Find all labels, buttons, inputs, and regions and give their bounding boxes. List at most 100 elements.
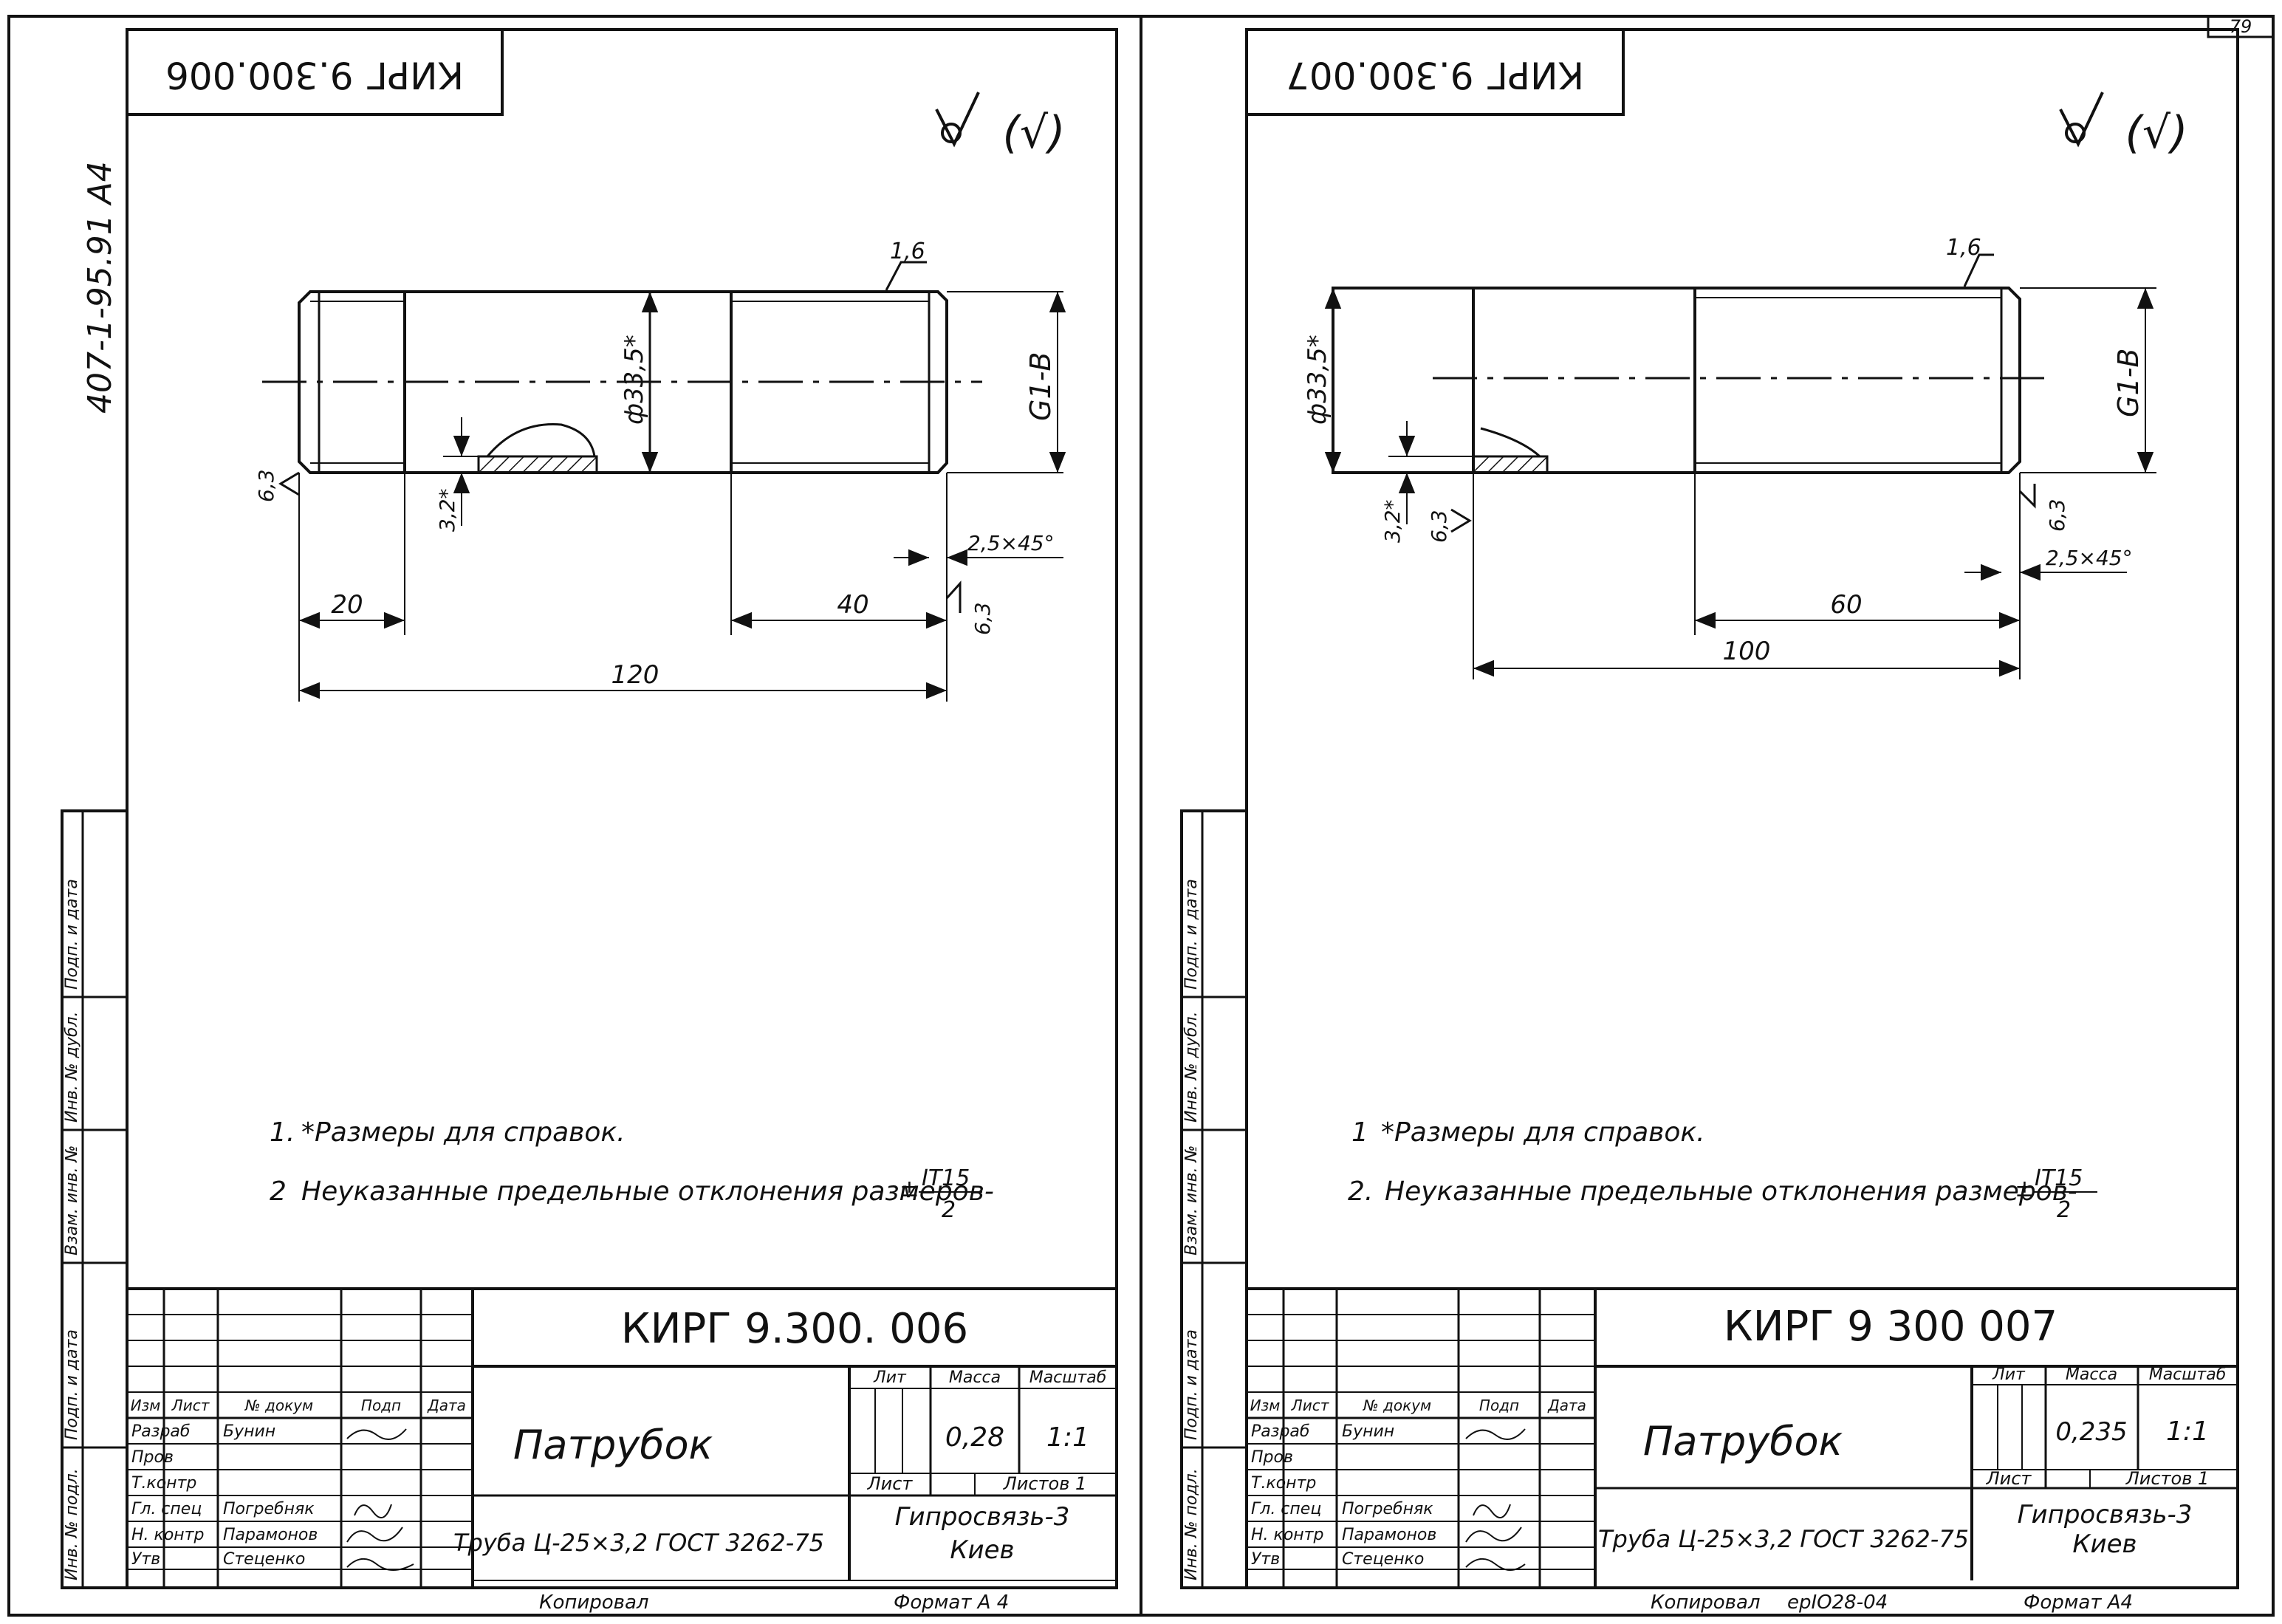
right-hdr-izm: Изм <box>1250 1397 1281 1414</box>
left-top-stamp: КИРГ 9.300.006 <box>126 28 504 116</box>
right-note-tol-num: IT15 <box>2035 1165 2083 1191</box>
left-dimensions: ф33,5* G1-B 1,6 6,3 3,2* 2,5×45° 20 40 <box>254 239 1066 702</box>
strip-label-repl-inv: Взам. инв. № <box>63 1145 81 1255</box>
series-code: 407-1-95.91 A4 <box>81 161 119 414</box>
right-hdr-lit: Лит <box>1992 1366 2026 1384</box>
left-dim-diameter: ф33,5* <box>620 335 649 425</box>
left-hdr-lit: Лит <box>873 1368 907 1387</box>
left-mass: 0,28 <box>945 1422 1004 1453</box>
left-note-1-num: 1. <box>270 1117 295 1148</box>
right-top-stamp-code: КИРГ 9.300.007 <box>1286 54 1584 97</box>
right-note-tol-den: 2 <box>2057 1197 2071 1223</box>
right-signature-5 <box>1465 1558 1526 1571</box>
right-role-1: Пров <box>1251 1448 1293 1467</box>
right-name-0: Бунин <box>1342 1422 1394 1441</box>
left-org-2: Киев <box>950 1535 1014 1565</box>
right-hdr-sign: Подп <box>1479 1397 1519 1414</box>
left-hdr-date: Дата <box>427 1397 466 1414</box>
right-name-4: Парамонов <box>1342 1526 1436 1544</box>
left-hdr-izm: Изм <box>131 1397 161 1414</box>
left-note-2: Неуказанные предельные отклонения размер… <box>301 1176 994 1207</box>
right-strip-label-dup-inv: Инв. № дубл. <box>1182 1011 1201 1123</box>
right-inner-frame <box>1245 28 2239 1589</box>
left-note-tol-num: IT15 <box>922 1165 970 1191</box>
right-sheet: КИРГ 9.300.007 (√) Подп. и дата Инв. № д… <box>1180 28 2239 1614</box>
left-role-3: Гл. спец <box>131 1500 202 1518</box>
right-hdr-mass: Масса <box>2066 1366 2117 1384</box>
left-name-5: Стеценко <box>223 1550 305 1569</box>
left-hdr-docnum: № докум <box>244 1397 313 1414</box>
left-inner-frame <box>126 28 1118 1589</box>
left-name-0: Бунин <box>223 1422 275 1441</box>
right-dim-thread: G1-B <box>2112 349 2145 417</box>
left-part-name: Патрубок <box>513 1422 713 1468</box>
right-signature-3 <box>1473 1504 1511 1518</box>
right-hdr-list: Лист <box>1291 1397 1330 1414</box>
right-copied-extra: ерIO28-04 <box>1787 1592 1888 1614</box>
right-strip-label-orig-inv: Инв. № подл. <box>1182 1468 1201 1580</box>
right-title-block: КИРГ 9 300 007 Патрубок Труба Ц-25×3,2 Г… <box>1245 1287 2239 1614</box>
right-roughness-symbol: (√) <box>2059 92 2188 159</box>
left-hdr-sheets: Листов 1 <box>1003 1473 1087 1494</box>
right-name-3: Погребняк <box>1342 1500 1433 1518</box>
right-part-name: Патрубок <box>1643 1418 1843 1464</box>
left-scale: 1:1 <box>1046 1422 1089 1453</box>
left-copied: Копировал <box>539 1592 649 1614</box>
right-strip-label-repl-inv: Взам. инв. № <box>1182 1145 1201 1255</box>
left-sheet: КИРГ 9.300.006 (√) Подп. и дата Инв. № д… <box>61 28 1118 1614</box>
left-signature-3 <box>354 1504 392 1518</box>
right-org-2: Киев <box>2072 1529 2137 1559</box>
right-signature-0 <box>1465 1428 1526 1440</box>
left-role-4: Н. контр <box>131 1526 204 1544</box>
strip-label-orig-inv: Инв. № подл. <box>63 1468 81 1580</box>
right-dim-diameter: ф33,5* <box>1303 335 1332 425</box>
right-dimensions: ф33,5* G1-B 1,6 6,3 3,2* 6,3 2,5×45° 60 <box>1303 235 2156 679</box>
left-role-5: Утв <box>131 1550 160 1569</box>
left-org-1: Гипросвязь-3 <box>895 1502 1070 1532</box>
left-dim-wall: 3,2* <box>435 488 459 532</box>
right-notes: 1 *Размеры для справок. 2. Неуказанные п… <box>1348 1117 2097 1223</box>
left-name-4: Парамонов <box>223 1526 318 1544</box>
left-format: Формат А 4 <box>894 1592 1009 1614</box>
left-note-tol-sign: ± <box>900 1174 919 1202</box>
right-org-1: Гипросвязь-3 <box>2018 1500 2193 1529</box>
strip-label-sign-date-1: Подп. и дата <box>63 879 81 990</box>
left-dim-roughness: 6,3 <box>970 602 995 635</box>
left-note-tol-den: 2 <box>942 1197 956 1223</box>
right-dim-100: 100 <box>1723 637 1771 666</box>
left-roughness-mark: (√) <box>1002 107 1065 159</box>
left-dim-120: 120 <box>611 660 659 690</box>
right-note-2: Неуказанные предельные отклонения размер… <box>1385 1176 2077 1207</box>
right-dim-wall: 3,2* <box>1380 499 1405 543</box>
left-dim-40: 40 <box>837 590 868 620</box>
right-hdr-sheet: Лист <box>1986 1468 2032 1489</box>
right-role-5: Утв <box>1251 1550 1280 1569</box>
right-signature-4 <box>1465 1527 1522 1543</box>
right-roughness-mark: (√) <box>2125 107 2187 159</box>
left-hdr-scale: Масштаб <box>1029 1368 1107 1387</box>
right-hdr-sheets: Листов 1 <box>2125 1468 2210 1489</box>
left-hdr-mass: Масса <box>949 1368 1001 1387</box>
left-top-roughness: 1,6 <box>890 239 925 264</box>
right-doc-code: КИРГ 9 300 007 <box>1724 1303 2057 1351</box>
right-scale: 1:1 <box>2166 1416 2209 1447</box>
left-dim-thread: G1-B <box>1024 352 1057 421</box>
right-copied: Копировал <box>1651 1592 1761 1614</box>
right-role-3: Гл. спец <box>1251 1500 1321 1518</box>
right-role-0: Разраб <box>1251 1422 1309 1441</box>
right-name-5: Стеценко <box>1342 1550 1424 1569</box>
left-notes: 1. *Размеры для справок. 2 Неуказанные п… <box>270 1117 994 1223</box>
strip-label-sign-date-2: Подп. и дата <box>63 1329 81 1440</box>
right-left-roughness: 6,3 <box>1427 510 1451 543</box>
right-hdr-date: Дата <box>1547 1397 1586 1414</box>
left-doc-code: КИРГ 9.300. 006 <box>621 1305 968 1353</box>
right-hdr-docnum: № докум <box>1363 1397 1431 1414</box>
right-top-roughness: 1,6 <box>1946 235 1981 261</box>
left-pipe-drawing <box>262 290 982 474</box>
left-title-block: КИРГ 9.300. 006 Патрубок Труба Ц-25×3,2 … <box>126 1287 1118 1614</box>
page-number-box: 79 <box>2207 15 2275 38</box>
right-dim-roughness: 6,3 <box>2045 498 2069 532</box>
left-dim-20: 20 <box>331 590 363 620</box>
left-hdr-sheet: Лист <box>867 1473 914 1494</box>
left-signature-4 <box>346 1527 403 1543</box>
